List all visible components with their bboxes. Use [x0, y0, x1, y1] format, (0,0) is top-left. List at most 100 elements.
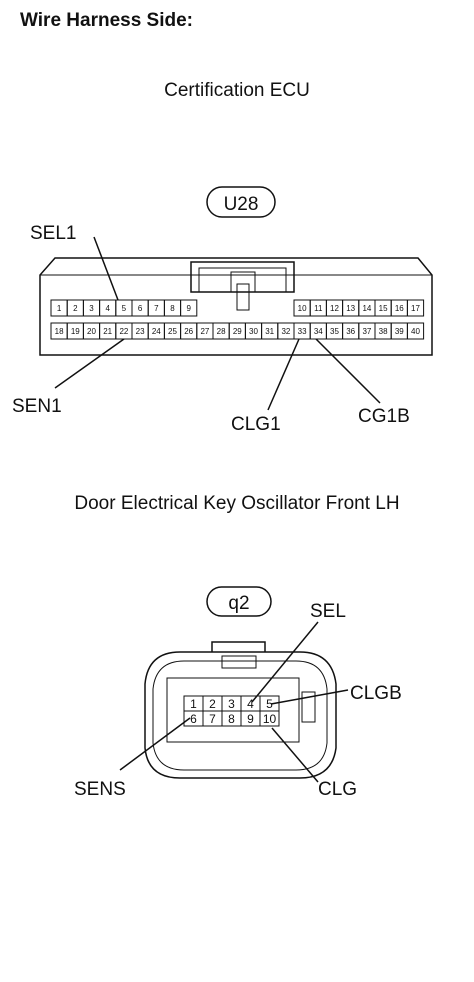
connector2-code: q2	[228, 593, 249, 614]
pin-number: 22	[119, 327, 128, 336]
cg1b-leader	[315, 338, 381, 404]
pin-number: 29	[233, 327, 242, 336]
pin-number: 28	[217, 327, 226, 336]
pin-number: 18	[55, 327, 64, 336]
clg-leader	[271, 727, 319, 783]
clgb-leader	[270, 689, 349, 705]
connector2-caption: Door Electrical Key Oscillator Front LH	[74, 493, 400, 514]
sens-leader	[119, 717, 191, 771]
sen1-label: SEN1	[12, 396, 62, 417]
pin-cavity	[406, 322, 425, 340]
sel1-label: SEL1	[30, 223, 76, 244]
pin-cell: 12	[325, 299, 344, 317]
pin-cell: 7	[202, 710, 223, 727]
pin-cell: 21	[99, 322, 117, 340]
pin-number: 33	[298, 327, 307, 336]
pin-cell: 14	[358, 299, 376, 317]
clg1-label: CLG1	[231, 414, 281, 435]
pin-cell: 32	[277, 322, 295, 340]
pin-number: 26	[184, 327, 193, 336]
connector2-key	[301, 691, 316, 723]
pin-cell: 19	[66, 322, 84, 340]
pin-cell: 38	[374, 322, 392, 340]
clgb-label: CLGB	[350, 683, 402, 704]
connector1-lock	[190, 261, 295, 293]
connector1-code: U28	[224, 194, 259, 215]
pin-cell: 22	[115, 322, 133, 340]
pin-cell: 25	[163, 322, 182, 340]
pin-number: 6	[138, 304, 143, 313]
pin-number: 21	[103, 327, 112, 336]
pin-number: 11	[314, 304, 323, 313]
clg-label: CLG	[318, 779, 357, 800]
pin-number: 14	[362, 304, 371, 313]
pin-number: 2	[209, 697, 216, 711]
pin-cell: 5	[115, 299, 133, 317]
pin-cell: 27	[196, 322, 214, 340]
pin-cell: 28	[212, 322, 230, 340]
pin-cell: 35	[325, 322, 344, 340]
pin-cell: 18	[50, 322, 68, 340]
connector2-housing	[144, 651, 337, 779]
pin-number: 39	[395, 327, 404, 336]
pin-number: 3	[228, 697, 235, 711]
pin-cell: 9	[240, 710, 261, 727]
pin-cell: 40	[406, 322, 425, 340]
pin-number: 36	[346, 327, 355, 336]
pin-cell: 3	[221, 695, 242, 712]
pin-cell: 6	[131, 299, 149, 317]
pin-cell: 17	[406, 299, 425, 317]
pin-number: 7	[154, 304, 159, 313]
pin-number: 3	[89, 304, 94, 313]
pin-number: 2	[73, 304, 78, 313]
pin-cavity	[406, 299, 425, 317]
connector1-code-oval	[206, 186, 276, 218]
pin-number: 30	[249, 327, 258, 336]
pin-cell: 8	[163, 299, 182, 317]
pin-number: 5	[122, 304, 127, 313]
pin-number: 32	[281, 327, 290, 336]
pin-cavity	[180, 299, 198, 317]
pin-cell: 23	[131, 322, 149, 340]
pin-number: 31	[265, 327, 274, 336]
pin-cell: 6	[183, 710, 204, 727]
sel-label: SEL	[310, 601, 346, 622]
sen1-leader	[54, 338, 125, 389]
pin-cell: 2	[202, 695, 223, 712]
pin-number: 25	[168, 327, 177, 336]
pin-number: 4	[247, 697, 254, 711]
pin-number: 9	[247, 712, 254, 726]
pin-cell: 15	[374, 299, 392, 317]
pin-number: 7	[209, 712, 216, 726]
pin-cell: 7	[147, 299, 165, 317]
pin-number: 1	[190, 697, 197, 711]
pin-number: 8	[170, 304, 175, 313]
clg1-leader	[267, 338, 300, 411]
sel-leader	[251, 621, 319, 703]
pin-number: 13	[346, 304, 355, 313]
pin-number: 35	[330, 327, 339, 336]
pin-cell: 4	[99, 299, 117, 317]
pin-cell: 13	[342, 299, 360, 317]
connector1-housing	[39, 257, 433, 356]
pin-number: 24	[152, 327, 161, 336]
pin-number: 20	[87, 327, 96, 336]
pin-cell: 37	[358, 322, 376, 340]
pin-cell: 16	[390, 299, 408, 317]
pin-number: 9	[186, 304, 191, 313]
pin-cell: 9	[180, 299, 198, 317]
pin-cell: 36	[342, 322, 360, 340]
pin-cell: 4	[240, 695, 261, 712]
pin-number: 37	[362, 327, 371, 336]
pin-cell: 10	[293, 299, 311, 317]
sel1-leader	[93, 236, 119, 301]
connector2-latch	[211, 641, 266, 652]
cg1b-label: CG1B	[358, 406, 410, 427]
pin-cell: 33	[293, 322, 311, 340]
pin-number: 34	[314, 327, 323, 336]
pin-number: 6	[190, 712, 197, 726]
